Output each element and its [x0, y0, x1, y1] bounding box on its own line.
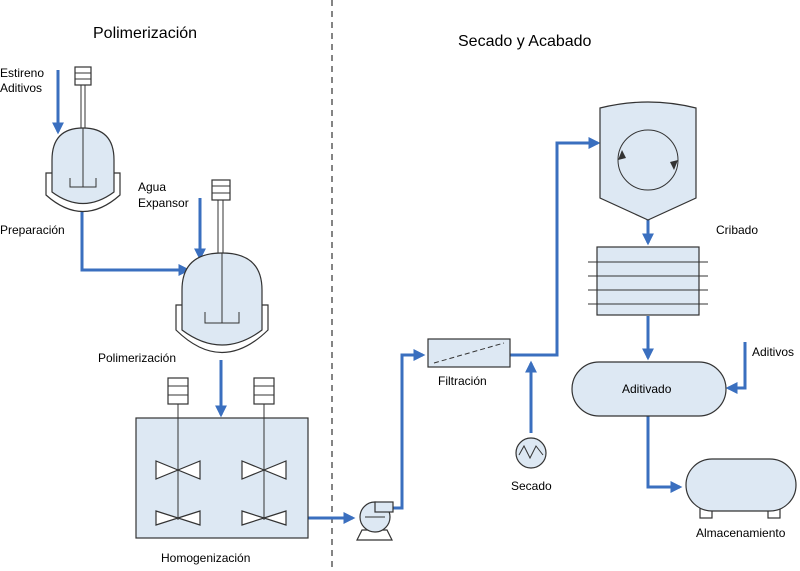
secado-heater	[515, 437, 547, 469]
aditivado-vessel	[571, 361, 727, 417]
motor-icon	[211, 179, 231, 201]
section-title-secado-acabado: Secado y Acabado	[458, 33, 592, 50]
polimerizacion-reactor	[175, 179, 269, 353]
motor-icon	[253, 377, 275, 405]
preparacion-reactor	[45, 66, 121, 213]
almacenamiento-tank	[685, 458, 797, 519]
secador-dryer	[599, 101, 697, 221]
rotation-arrow-icon	[618, 150, 626, 160]
flow-lines	[52, 70, 747, 524]
label-aditivado: Aditivado	[622, 382, 672, 396]
cribado-screen	[588, 246, 708, 316]
feed-label-aditivos-1: Aditivos	[0, 81, 42, 95]
homogenizacion-tank	[135, 377, 309, 539]
label-filtracion: Filtración	[438, 374, 487, 388]
label-almacenamiento: Almacenamiento	[696, 526, 786, 540]
feed-label-aditivos-2: Aditivos	[752, 345, 794, 359]
feed-label-expansor: Expansor	[138, 196, 189, 210]
motor-icon	[167, 377, 189, 405]
section-title-polimerizacion: Polimerización	[93, 25, 197, 42]
label-secado: Secado	[511, 479, 552, 493]
filtracion-unit	[427, 338, 511, 368]
feed-label-agua: Agua	[138, 180, 166, 194]
feed-label-estireno: Estireno	[0, 66, 44, 80]
label-polimerizacion: Polimerización	[98, 351, 176, 365]
label-homogenizacion: Homogenización	[161, 551, 250, 565]
label-cribado: Cribado	[716, 223, 758, 237]
label-preparacion: Preparación	[0, 223, 65, 237]
pump-icon	[356, 501, 394, 541]
motor-icon	[74, 66, 92, 86]
